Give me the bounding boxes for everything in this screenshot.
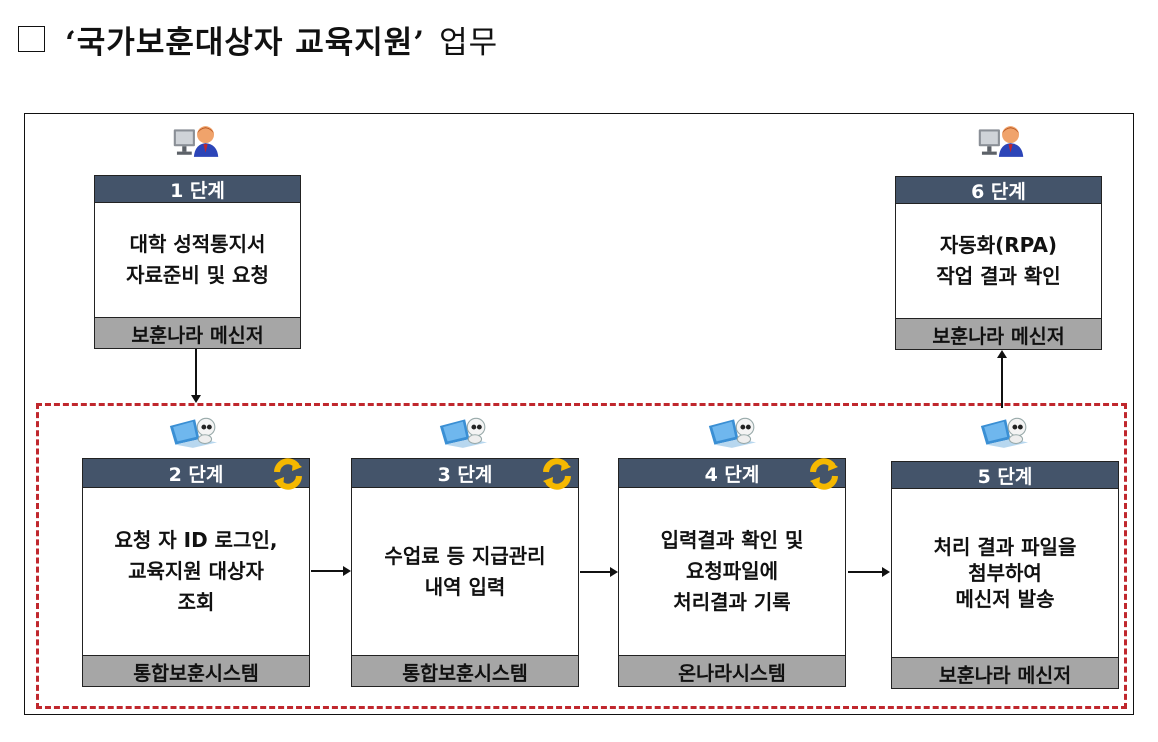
step-header: 3 단계 (352, 459, 578, 488)
step-description: 자동화(RPA) 작업 결과 확인 (896, 204, 1101, 318)
step-system: 보훈나라 메신저 (95, 317, 300, 348)
arrow-step1-to-step2 (191, 349, 201, 403)
step-header: 1 단계 (95, 176, 300, 203)
step-system: 보훈나라 메신저 (896, 318, 1101, 349)
step-line: 대학 성적통지서 (129, 232, 266, 256)
step-header: 4 단계 (619, 459, 845, 488)
step-line: 조회 (177, 590, 215, 614)
arrow-step4-to-step5 (848, 567, 890, 577)
step-header-label: 2 단계 (168, 463, 224, 486)
arrow-step5-to-step6 (997, 350, 1007, 408)
step-system: 통합보훈시스템 (352, 655, 578, 686)
robot-laptop-icon (169, 417, 218, 449)
step-line: 메신저 발송 (955, 587, 1055, 611)
step-header: 5 단계 (892, 462, 1118, 489)
step-line: 내역 입력 (424, 574, 506, 599)
step-line: 자료준비 및 요청 (126, 263, 269, 287)
step-line: 교육지원 대상자 (128, 559, 264, 583)
sync-automation-icon (271, 457, 305, 491)
person-at-computer-icon (978, 126, 1024, 157)
title-suffix: 업무 (439, 24, 499, 61)
person-at-computer-icon (173, 126, 219, 157)
step-line: 첨부하여 (968, 561, 1042, 585)
step-6-box: 6 단계 자동화(RPA) 작업 결과 확인 보훈나라 메신저 (895, 176, 1102, 350)
robot-laptop-icon (980, 417, 1029, 449)
step-line: 자동화(RPA) (939, 233, 1058, 257)
arrow-step3-to-step4 (580, 567, 618, 577)
step-line: 처리결과 기록 (673, 590, 791, 614)
sync-automation-icon (540, 457, 574, 491)
step-line: 작업 결과 확인 (936, 264, 1061, 288)
title-main: ‘국가보훈대상자 교육지원’ (65, 24, 426, 61)
step-line: 입력결과 확인 및 (660, 528, 804, 552)
step-system: 온나라시스템 (619, 655, 845, 686)
rpa-automation-region (36, 403, 1127, 709)
step-system: 통합보훈시스템 (83, 655, 309, 686)
arrow-step2-to-step3 (311, 566, 351, 576)
step-header: 6 단계 (896, 177, 1101, 204)
step-line: 수업료 등 지급관리 (384, 543, 546, 568)
diagram-frame (24, 113, 1134, 715)
step-header-label: 4 단계 (704, 463, 760, 486)
step-line: 요청 자 ID 로그인, (114, 528, 278, 552)
step-system: 보훈나라 메신저 (892, 657, 1118, 688)
page-title: ‘국가보훈대상자 교육지원’ 업무 (18, 14, 498, 64)
step-header-label: 3 단계 (437, 463, 493, 486)
robot-laptop-icon (708, 417, 757, 449)
checkbox-square-icon (18, 26, 45, 52)
robot-laptop-icon (439, 417, 488, 449)
step-header: 2 단계 (83, 459, 309, 488)
step-line: 요청파일에 (685, 559, 778, 583)
sync-automation-icon (807, 457, 841, 491)
step-line: 처리 결과 파일을 (933, 535, 1077, 559)
